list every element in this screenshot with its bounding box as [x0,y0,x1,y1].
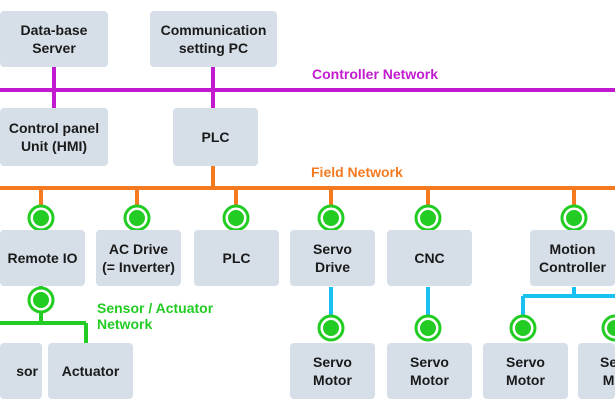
connector-dot-sensor-network [27,286,55,314]
connector-dot-servo-drive [317,204,345,232]
cnc-node: CNC [387,230,472,286]
connector-dot-servo-motor-4 [601,314,615,342]
plc-field-node: PLC [194,230,279,286]
servo-drive-node: Servo Drive [290,230,375,286]
sensor-network-label: Sensor / Actuator Network [97,300,214,332]
connector-dot-ac-drive [123,204,151,232]
remote-io-node: Remote IO [0,230,85,286]
connector-dot-cnc [414,204,442,232]
ac-drive-node: AC Drive (= Inverter) [96,230,181,286]
sensor-node: sor [0,343,42,399]
connector-dot-remote-io [27,204,55,232]
actuator-node: Actuator [48,343,133,399]
controller-network-label: Controller Network [312,66,439,82]
connector-dot-plc-field [222,204,250,232]
motion-controller-node: Motion Controller [530,230,615,286]
connector-dot-motion-controller [560,204,588,232]
servo-motor-node-1: Servo Motor [290,343,375,399]
plc-top-node: PLC [173,108,258,166]
servo-motor-node-3: Servo Motor [483,343,568,399]
database-server-node: Data-base Server [0,11,108,67]
connector-dot-servo-motor-2 [414,314,442,342]
servo-motor-node-2: Servo Motor [387,343,472,399]
communication-pc-node: Communication setting PC [150,11,277,67]
connector-dot-servo-motor-1 [317,314,345,342]
servo-motor-node-4: Se M [578,343,615,399]
hmi-node: Control panel Unit (HMI) [0,108,108,166]
field-network-label: Field Network [311,164,403,180]
connector-dot-servo-motor-3 [509,314,537,342]
